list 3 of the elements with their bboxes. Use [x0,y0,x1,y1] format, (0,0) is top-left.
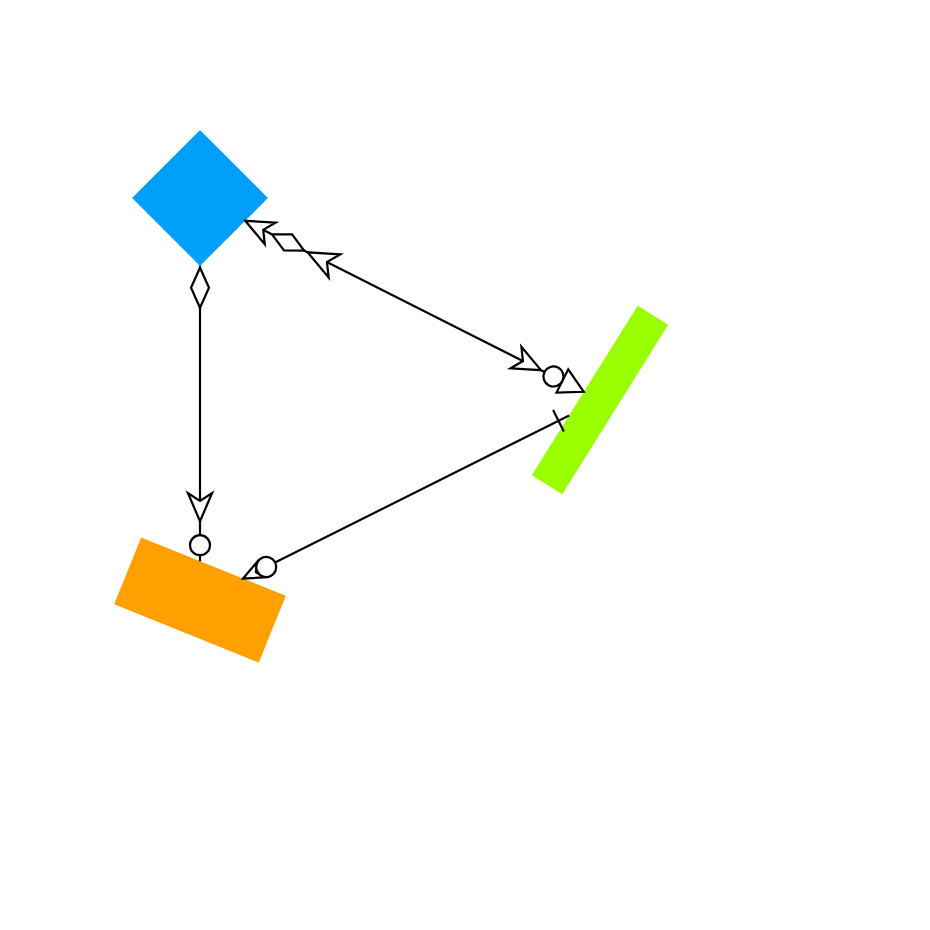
connector [244,219,585,394]
connector [241,408,570,580]
connector [186,265,214,562]
